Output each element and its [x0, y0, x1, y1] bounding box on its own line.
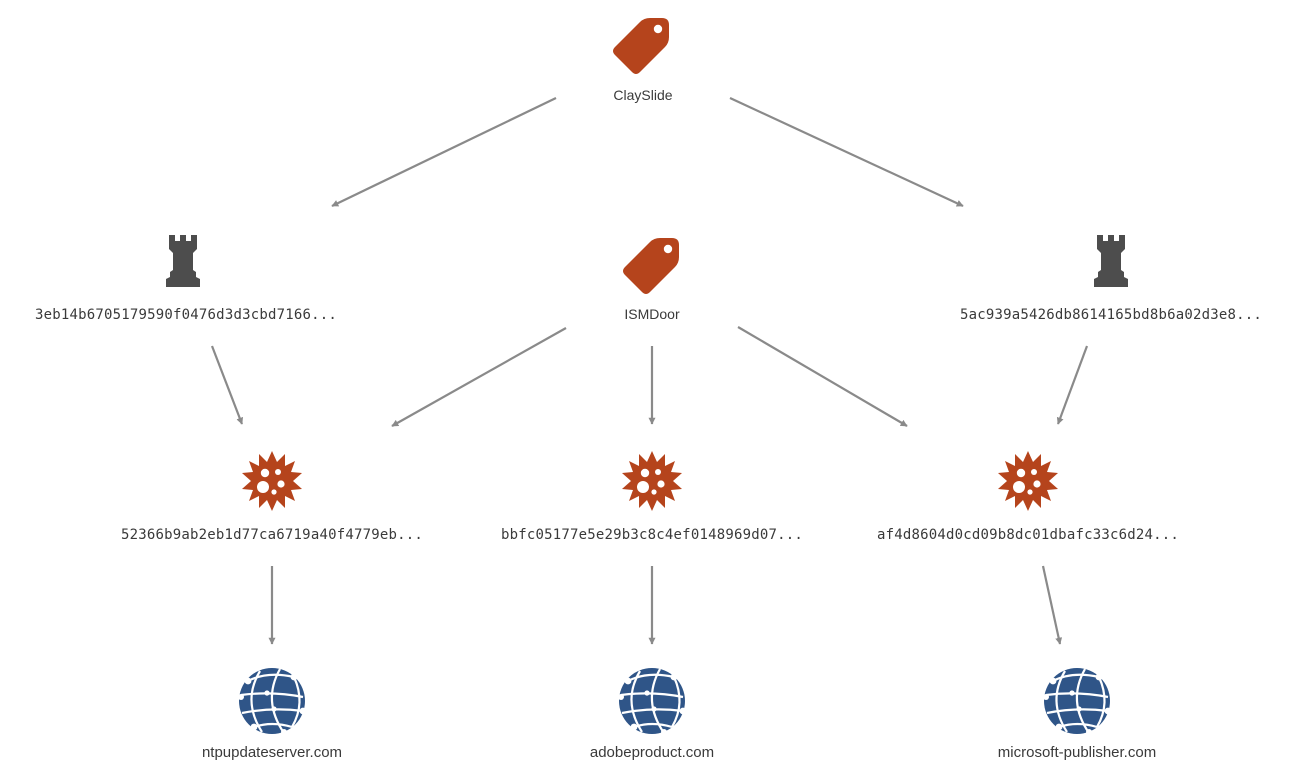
- node-hash-right[interactable]: 5ac939a5426db8614165bd8b6a02d3e8...: [960, 235, 1262, 323]
- node-label: 3eb14b6705179590f0476d3d3cbd7166...: [35, 307, 337, 323]
- globe-icon: [616, 666, 688, 737]
- node-label: 52366b9ab2eb1d77ca6719a40f4779eb...: [121, 527, 423, 543]
- rook-icon: [166, 235, 200, 287]
- edge-malware-3-domain-3[interactable]: [1041, 565, 1063, 645]
- globe-icon: [1041, 666, 1113, 737]
- node-label: microsoft-publisher.com: [998, 744, 1156, 760]
- node-domain-1[interactable]: ntpupdateserver.com: [202, 666, 342, 760]
- node-malware-3[interactable]: af4d8604d0cd09b8dc01dbafc33c6d24...: [877, 451, 1179, 543]
- node-label: af4d8604d0cd09b8dc01dbafc33c6d24...: [877, 527, 1179, 543]
- malware-icon: [998, 451, 1058, 511]
- node-ismdoor[interactable]: ISMDoor: [623, 238, 680, 322]
- rook-icon: [1094, 235, 1128, 287]
- node-domain-3[interactable]: microsoft-publisher.com: [998, 666, 1156, 760]
- tag-icon: [623, 238, 679, 294]
- edge-clayslide-hash-left[interactable]: [331, 97, 557, 207]
- edge-hash-right-malware-3[interactable]: [1056, 345, 1089, 425]
- node-label: ClaySlide: [613, 87, 672, 103]
- node-label: adobeproduct.com: [590, 744, 714, 760]
- node-domain-2[interactable]: adobeproduct.com: [590, 666, 714, 760]
- node-label: 5ac939a5426db8614165bd8b6a02d3e8...: [960, 307, 1262, 323]
- malware-icon: [622, 451, 682, 511]
- node-malware-2[interactable]: bbfc05177e5e29b3c8c4ef0148969d07...: [501, 451, 803, 543]
- tag-icon: [613, 18, 669, 74]
- node-hash-left[interactable]: 3eb14b6705179590f0476d3d3cbd7166...: [35, 235, 337, 323]
- node-label: ISMDoor: [624, 306, 680, 322]
- node-clayslide[interactable]: ClaySlide: [613, 18, 673, 103]
- globe-icon: [236, 666, 308, 737]
- malware-icon: [242, 451, 302, 511]
- node-label: bbfc05177e5e29b3c8c4ef0148969d07...: [501, 527, 803, 543]
- edge-ismdoor-malware-1[interactable]: [391, 327, 567, 427]
- edge-clayslide-hash-right[interactable]: [729, 97, 964, 207]
- edge-layer: [210, 97, 1089, 645]
- edge-hash-left-malware-1[interactable]: [210, 345, 244, 425]
- edge-ismdoor-malware-3[interactable]: [737, 326, 908, 427]
- node-label: ntpupdateserver.com: [202, 744, 342, 760]
- node-malware-1[interactable]: 52366b9ab2eb1d77ca6719a40f4779eb...: [121, 451, 423, 543]
